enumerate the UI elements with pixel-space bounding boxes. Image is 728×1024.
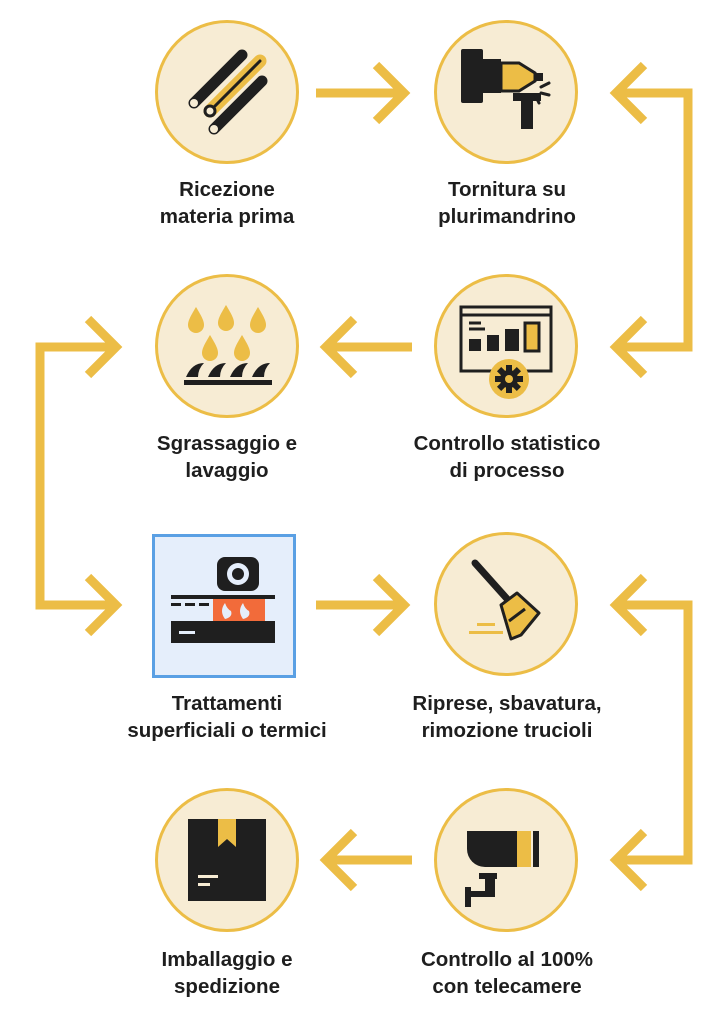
step-label-line: Controllo statistico (413, 432, 601, 455)
arrow-left-into-camera (609, 828, 648, 892)
step-label-line: spedizione (174, 975, 280, 998)
step-label-line: rimozione trucioli (421, 719, 593, 742)
step-label-line: Ricezione (179, 178, 275, 201)
arrow-right-3 (316, 573, 411, 637)
step-label-line: superficiali o termici (127, 719, 327, 742)
arrow-left-4 (319, 828, 412, 892)
box-icon (155, 788, 299, 932)
furnace-icon (152, 534, 299, 681)
loop-right-1 (609, 61, 693, 352)
step-label-line: materia prima (159, 205, 295, 228)
step-label-line: Tornitura su (447, 178, 567, 201)
step-label-line: Sgrassaggio e (156, 432, 298, 455)
step-label-line: Riprese, sbavatura, (412, 692, 602, 715)
step-label-line: Controllo al 100% (420, 948, 593, 971)
step-label-line: di processo (449, 459, 565, 482)
step-label-line: con telecamere (432, 975, 582, 998)
loop-right-2 (609, 573, 693, 865)
arrow-right-1 (316, 61, 411, 125)
washing-drops-icon (155, 274, 299, 418)
step-label-line: plurimandrino (438, 205, 576, 228)
dashboard-gear-icon (434, 274, 578, 418)
broom-icon (434, 532, 578, 676)
camera-icon (434, 788, 578, 932)
arrow-left-2 (319, 315, 412, 379)
selection-highlight (152, 534, 296, 678)
arrow-left-into-spc (609, 315, 648, 379)
step-label-line: Imballaggio e (161, 948, 293, 971)
lathe-icon (434, 20, 578, 164)
bars-icon (155, 20, 299, 164)
loop-left (35, 315, 123, 637)
step-label-line: Trattamenti (171, 692, 283, 715)
step-label-line: lavaggio (185, 459, 269, 482)
